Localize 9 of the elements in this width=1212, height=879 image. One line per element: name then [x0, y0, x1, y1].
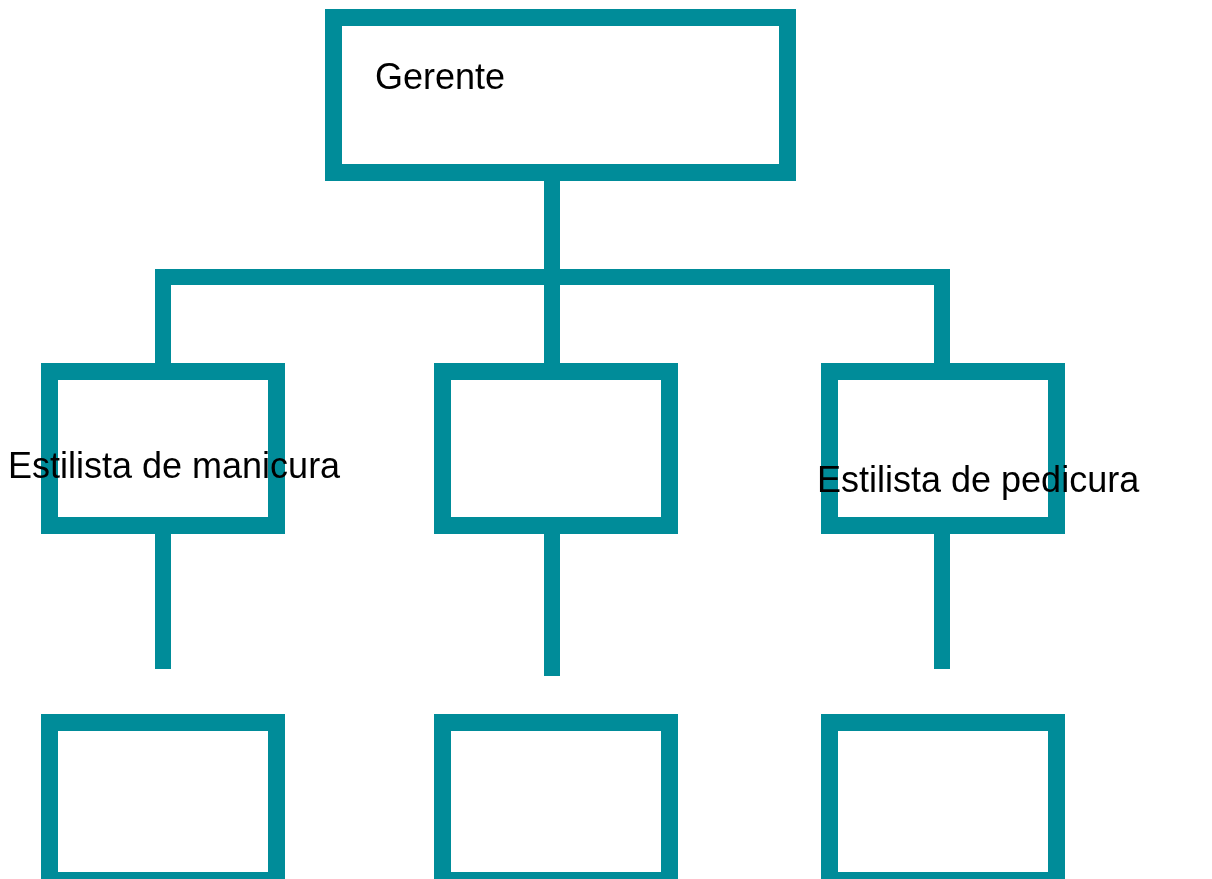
role-label: Gerente	[375, 59, 506, 95]
org-box	[434, 714, 678, 879]
org-box	[434, 363, 678, 534]
connector-line	[155, 534, 171, 669]
connector-line	[544, 534, 560, 676]
org-box	[821, 714, 1065, 879]
org-box	[325, 9, 796, 181]
connector-line	[934, 534, 950, 669]
org-box	[41, 714, 285, 879]
